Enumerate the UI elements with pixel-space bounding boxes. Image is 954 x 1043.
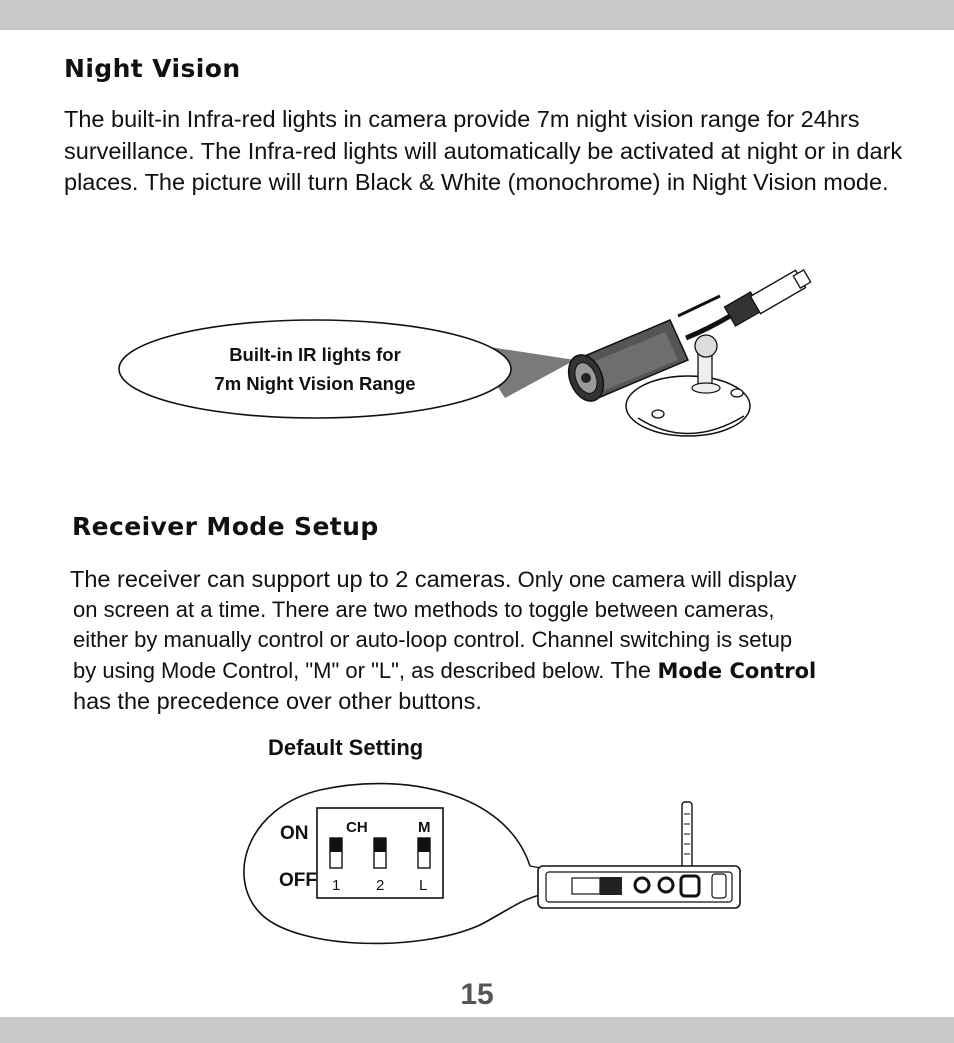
receiver-mode-description: The receiver can support up to 2 cameras… <box>70 564 930 716</box>
ir-callout: Built-in IR lights for 7m Night Vision R… <box>120 320 510 418</box>
ir-camera-icon <box>567 269 812 437</box>
receiver-mode-heading: Receiver Mode Setup <box>72 512 379 541</box>
receiver-line-1a: The receiver can support up to 2 cameras… <box>70 566 512 592</box>
switch-label-2: 2 <box>376 877 384 894</box>
default-setting-title: Default Setting <box>268 735 424 760</box>
receiver-line-1b: Only one camera will display <box>511 567 797 592</box>
on-label: ON <box>280 823 309 844</box>
receiver-line-4: by using Mode Control, "M" or "L", as de… <box>70 655 930 686</box>
bottom-band <box>0 1017 954 1043</box>
night-vision-description: The built-in Infra-red lights in camera … <box>64 106 903 195</box>
page-number: 15 <box>460 978 494 1011</box>
receiver-line-5: has the precedence over other buttons. <box>73 688 482 714</box>
receiver-line-4b: The <box>604 657 658 683</box>
ch-label: CH <box>346 819 368 836</box>
receiver-device-icon <box>537 801 741 909</box>
receiver-line-2: on screen at a time. There are two metho… <box>73 597 775 622</box>
receiver-line-3: either by manually control or auto-loop … <box>73 627 793 652</box>
callout-line-1: Built-in IR lights for <box>229 344 401 365</box>
off-label: OFF <box>279 870 317 891</box>
receiver-line-1: The receiver can support up to 2 cameras… <box>70 564 930 595</box>
mode-control-emphasis: Mode Control <box>657 659 817 683</box>
top-band <box>0 0 954 30</box>
receiver-line-4a: by using Mode Control, "M" or "L", as de… <box>73 658 605 683</box>
callout-line-2: 7m Night Vision Range <box>214 373 416 394</box>
switch-label-1: 1 <box>332 877 340 894</box>
switch-label-l: L <box>419 877 427 894</box>
m-label: M <box>418 819 431 836</box>
night-vision-heading: Night Vision <box>64 54 241 83</box>
